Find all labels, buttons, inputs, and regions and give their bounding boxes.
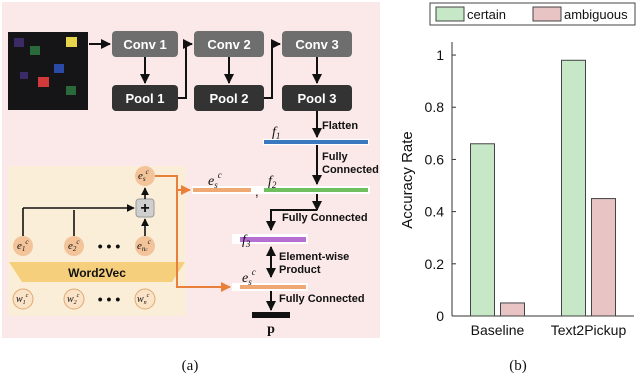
text-panel-bg xyxy=(8,166,186,316)
svg-text:w2c: w2c xyxy=(67,293,80,306)
conv2-label: Conv 2 xyxy=(207,37,250,52)
legend-swatch-ambiguous xyxy=(532,6,562,22)
legend-label-ambiguous: ambiguous xyxy=(564,7,628,22)
word2vec-label: Word2Vec xyxy=(68,266,126,280)
output-label: p xyxy=(267,322,275,337)
fc1-label-b: Connected xyxy=(322,164,379,176)
pool1-label: Pool 1 xyxy=(125,91,164,106)
bar-certain-text2pickup xyxy=(561,59,586,317)
output-bar xyxy=(252,312,290,318)
conv1-label: Conv 1 xyxy=(123,37,166,52)
conv3-label: Conv 3 xyxy=(295,37,338,52)
bar-ambiguous-text2pickup xyxy=(591,198,616,317)
word-embedding-node-n xyxy=(135,236,155,256)
y-ticks: 0 0.2 0.4 0.6 0.8 1 xyxy=(425,47,456,324)
conv2-box xyxy=(194,31,264,57)
svg-text:esc: esc xyxy=(138,168,150,183)
pool2-box xyxy=(194,85,264,111)
pool1-box xyxy=(112,85,178,111)
word-input-node-2 xyxy=(63,288,85,310)
word2vec-block xyxy=(9,262,185,282)
f1-label: f1 xyxy=(272,125,280,141)
f2-bar xyxy=(264,188,368,192)
x-ticks: Baseline Text2Pickup xyxy=(471,322,627,338)
fc2-label: Fully Connected xyxy=(282,212,368,224)
cnn-arrows xyxy=(89,39,322,311)
es-bar-bottom xyxy=(240,285,306,289)
text-encoder-panel: e1c e2c encc • • • Word2Vec w1c w2c wnc … xyxy=(8,166,231,316)
sentence-embedding-node xyxy=(135,166,155,186)
y-tick-label: 0.8 xyxy=(425,99,445,115)
dots-inputs: • • • xyxy=(98,291,121,307)
word-input-node-1 xyxy=(12,288,34,310)
svg-text:w1c: w1c xyxy=(16,293,29,306)
y-tick-label: 0 xyxy=(436,308,444,324)
word-embedding-node-1 xyxy=(13,236,33,256)
elementwise-label-a: Element-wise xyxy=(279,251,349,263)
word-embedding-node-2 xyxy=(64,236,84,256)
y-tick-label: 0.4 xyxy=(425,204,445,220)
caption-a: (a) xyxy=(182,358,199,374)
y-tick-label: 0.6 xyxy=(425,151,445,167)
legend-label-certain: certain xyxy=(467,7,506,22)
word-input-node-n xyxy=(134,288,156,310)
y-axis-label: Accuracy Rate xyxy=(399,131,416,229)
f3-label: f3 xyxy=(242,233,251,249)
x-tick-label: Text2Pickup xyxy=(551,322,627,338)
legend-swatch-certain xyxy=(435,6,465,22)
flatten-label: Flatten xyxy=(322,120,358,132)
x-tick-label: Baseline xyxy=(471,322,525,338)
dots-embeddings: • • • xyxy=(98,238,121,254)
caption-b: (b) xyxy=(509,358,527,374)
es-bar-concat xyxy=(193,188,251,192)
f1-bar xyxy=(264,140,368,144)
diagram-panel: Conv 1 Conv 2 Conv 3 Pool 1 Pool 2 Pool … xyxy=(2,2,380,338)
elementwise-label-b: Product xyxy=(279,264,321,276)
f2-label: f2 xyxy=(268,174,277,190)
pool3-label: Pool 3 xyxy=(297,91,336,106)
fc1-label-a: Fully xyxy=(322,151,349,163)
pool3-box xyxy=(282,85,352,111)
bar-certain-baseline xyxy=(470,143,495,317)
conv3-box xyxy=(282,31,352,57)
f3-bar xyxy=(240,237,306,242)
fc3-label: Fully Connected xyxy=(279,293,365,305)
y-tick-label: 1 xyxy=(436,47,444,63)
bar-ambiguous-baseline xyxy=(500,302,525,317)
svg-text:wnc: wnc xyxy=(137,293,150,306)
chart-legend: certain ambiguous xyxy=(429,2,636,26)
pool2-label: Pool 2 xyxy=(209,91,248,106)
bars xyxy=(470,59,616,317)
accuracy-chart: certain ambiguous 0 0.2 0.4 0.6 0.8 1 Baselin… xyxy=(399,2,636,338)
comma: , xyxy=(255,184,259,199)
sentence-embedding-arrows xyxy=(155,175,231,292)
y-tick-label: 0.2 xyxy=(425,256,445,272)
plus-icon: + xyxy=(140,200,149,217)
scene-photo xyxy=(8,32,88,110)
conv1-box xyxy=(112,31,178,57)
